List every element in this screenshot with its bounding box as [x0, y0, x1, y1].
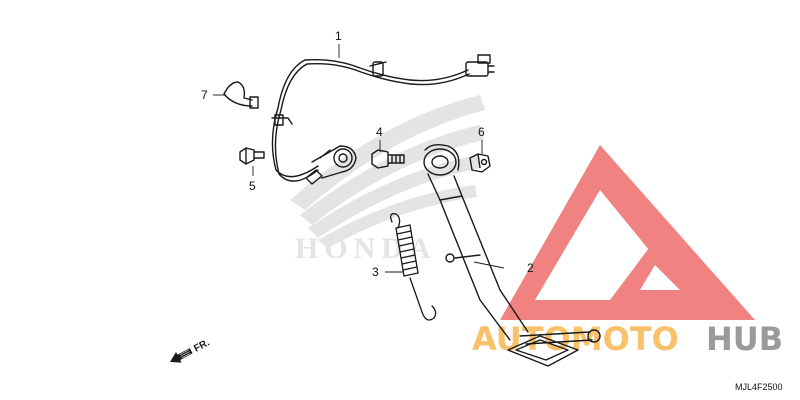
part-5-bolt	[239, 147, 265, 165]
callout-5: 5	[249, 179, 256, 193]
callout-6: 6	[478, 125, 485, 139]
part-2-side-stand	[423, 143, 601, 367]
part-4-pivot-bolt	[371, 149, 405, 169]
part-3-spring	[390, 213, 437, 321]
callout-3: 3	[372, 265, 379, 279]
front-arrow-label: FR.	[192, 337, 212, 354]
part-6-nut	[469, 153, 491, 173]
automotohub-triangle-logo-icon	[500, 145, 755, 320]
part-7-clamp	[223, 81, 259, 109]
leader-lines	[213, 44, 505, 273]
callout-4: 4	[376, 125, 383, 139]
honda-wing-logo: HONDA	[290, 95, 485, 265]
watermark-text-part1: AUTOMOTO	[472, 320, 679, 358]
callout-1: 1	[335, 29, 342, 43]
watermark-text: AUTOMOTO HUB	[472, 320, 783, 358]
callout-2: 2	[527, 261, 534, 275]
callout-7: 7	[201, 88, 208, 102]
front-direction-arrow-icon	[170, 348, 193, 363]
diagram-code: MJL4F2500	[735, 382, 783, 392]
part-1-side-stand-switch	[271, 54, 495, 185]
leader-2	[473, 261, 505, 269]
watermark-text-part2: HUB	[706, 320, 783, 358]
